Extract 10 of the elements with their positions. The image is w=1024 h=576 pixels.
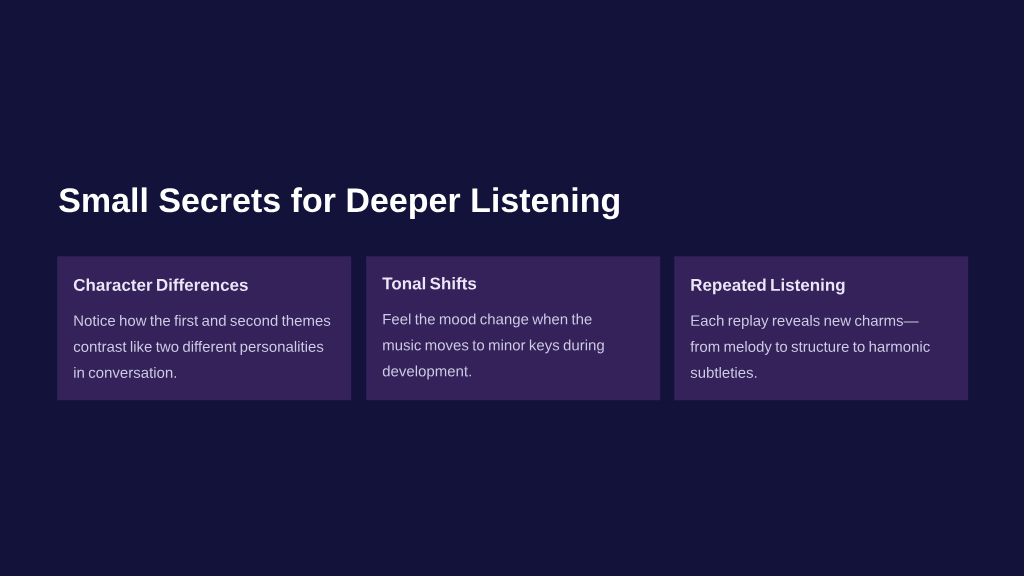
card-heading: Tonal Shifts bbox=[382, 277, 477, 290]
card-heading: Repeated Listening bbox=[691, 278, 845, 295]
title: Small Secrets for Deeper Listening bbox=[59, 187, 619, 220]
card-heading: Character Differences bbox=[73, 278, 248, 291]
card-text: Each replay reveals new charms—from melody to structure to harmonic subtleties. bbox=[690, 314, 930, 378]
card-text: Notice how the first and second themes contrast like two different personalities in conversation. bbox=[73, 314, 331, 378]
card-text: Feel the mood change when the music moves to minor keys during development. bbox=[382, 313, 604, 380]
tip-card bbox=[366, 256, 661, 401]
tip-card bbox=[57, 256, 352, 401]
tip-card bbox=[674, 256, 969, 401]
